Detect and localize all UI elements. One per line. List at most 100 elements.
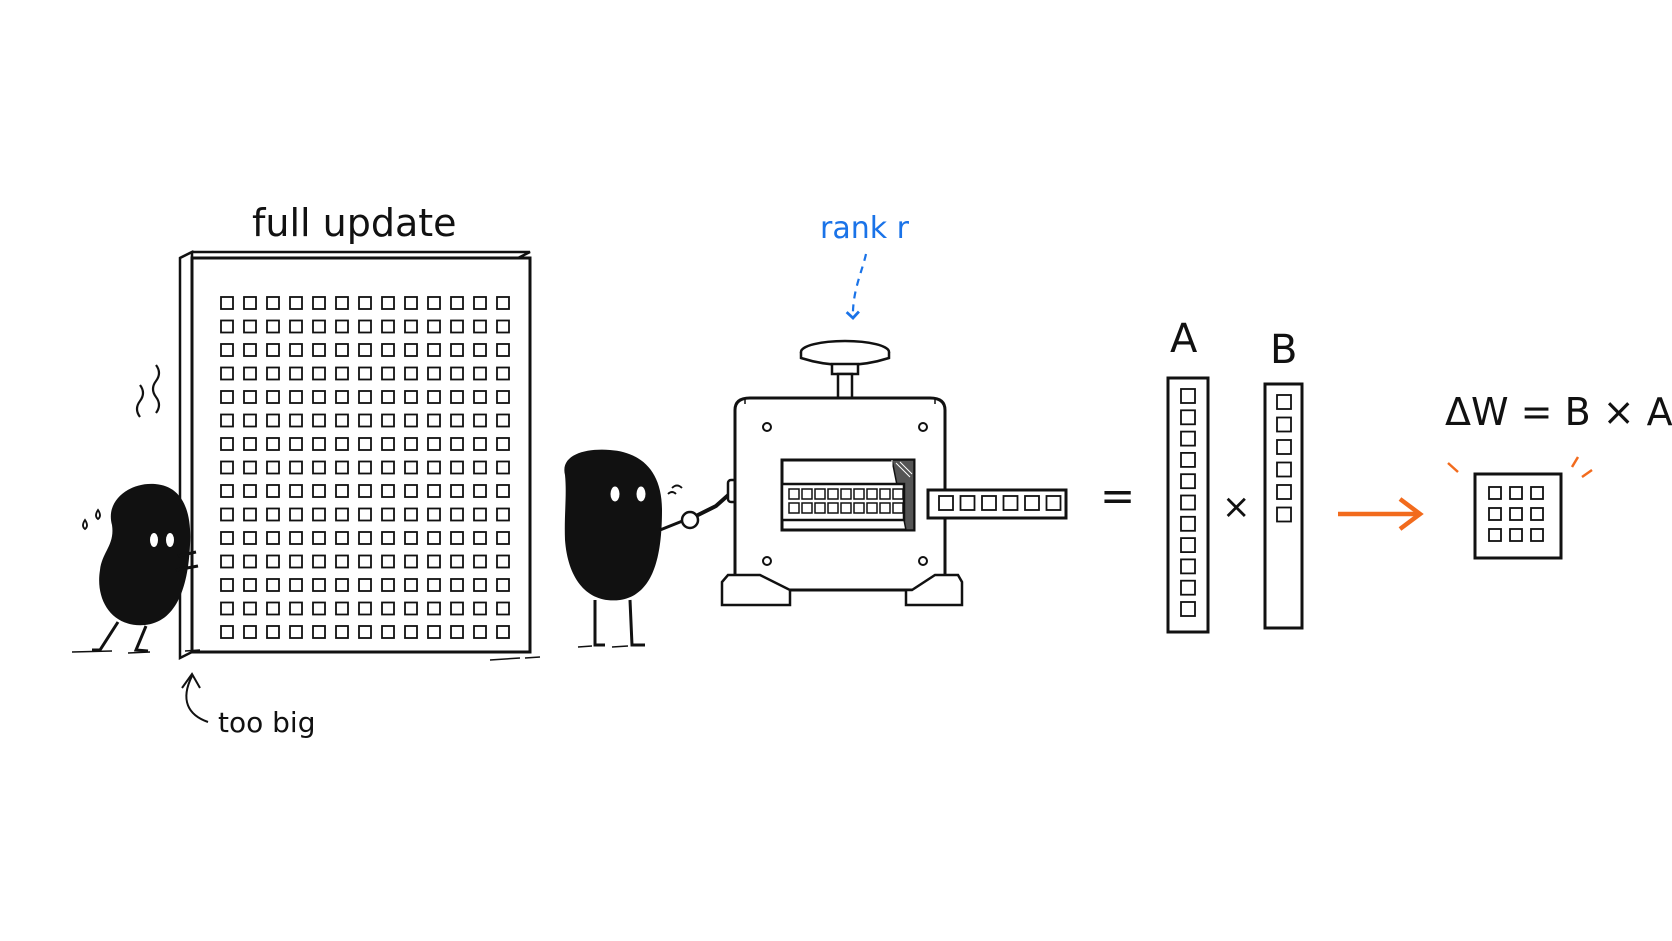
result-arrow — [1338, 497, 1424, 531]
matrix-cell — [496, 437, 510, 451]
matrix-cell — [358, 390, 372, 404]
matrix-cell — [473, 343, 487, 357]
matrix-cell — [335, 366, 349, 381]
matrix-cell — [243, 578, 257, 592]
matrix-cell — [427, 413, 441, 428]
matrix-cell — [427, 296, 441, 310]
matrix-cell — [450, 413, 464, 428]
matrix-cell — [1530, 507, 1544, 521]
matrix-cell — [289, 531, 303, 545]
matrix-cell — [404, 390, 418, 404]
matrix-cell — [220, 296, 234, 310]
matrix-cell — [358, 531, 372, 545]
matrix-cell — [427, 343, 441, 357]
matrix-cell — [1002, 495, 1019, 511]
matrix-cell — [404, 460, 418, 475]
matrix-cell — [266, 554, 280, 569]
matrix-cell — [289, 413, 303, 428]
matrix-cell — [289, 484, 303, 498]
matrix-cell — [827, 502, 839, 514]
matrix-cell — [801, 488, 813, 500]
matrix-cell — [1180, 515, 1196, 532]
matrix-cell — [1180, 473, 1196, 490]
matrix-cell — [450, 554, 464, 569]
matrix-cell — [381, 437, 395, 451]
matrix-cell — [358, 366, 372, 381]
matrix-cell — [266, 531, 280, 545]
matrix-cell — [358, 413, 372, 428]
matrix-cell — [381, 578, 395, 592]
matrix-cell — [450, 296, 464, 310]
matrix-cell — [312, 319, 326, 334]
matrix-cell — [335, 437, 349, 451]
matrix-b — [1263, 382, 1304, 630]
matrix-cell — [473, 319, 487, 334]
matrix-cell — [450, 343, 464, 357]
matrix-cell — [404, 413, 418, 428]
matrix-cell — [289, 366, 303, 381]
matrix-cell — [1024, 495, 1040, 511]
matrix-cell — [1488, 486, 1502, 500]
too-big-label: too big — [218, 706, 315, 739]
matrix-cell — [335, 625, 349, 639]
matrix-cell — [1180, 494, 1196, 511]
matrix-cell — [220, 578, 234, 592]
matrix-cell — [358, 578, 372, 592]
matrix-cell — [289, 578, 303, 592]
matrix-cell — [243, 601, 257, 616]
matrix-a-grid — [1180, 388, 1196, 617]
matrix-cell — [381, 484, 395, 498]
matrix-cell — [335, 390, 349, 404]
matrix-cell — [358, 343, 372, 357]
matrix-cell — [358, 507, 372, 522]
matrix-cell — [496, 413, 510, 428]
matrix-cell — [473, 413, 487, 428]
matrix-cell — [892, 488, 904, 500]
matrix-cell — [312, 460, 326, 475]
delta-w-grid — [1488, 486, 1544, 542]
matrix-cell — [220, 531, 234, 545]
matrix-cell — [243, 390, 257, 404]
matrix-cell — [827, 488, 839, 500]
matrix-cell — [289, 296, 303, 310]
matrix-cell — [496, 531, 510, 545]
matrix-cell — [427, 625, 441, 639]
matrix-cell — [404, 578, 418, 592]
matrix-cell — [289, 390, 303, 404]
matrix-cell — [266, 296, 280, 310]
matrix-cell — [312, 390, 326, 404]
matrix-cell — [358, 601, 372, 616]
matrix-cell — [312, 366, 326, 381]
matrix-cell — [335, 554, 349, 569]
rank-label: rank r — [820, 211, 910, 246]
matrix-cell — [427, 319, 441, 334]
matrix-cell — [220, 437, 234, 451]
matrix-cell — [450, 437, 464, 451]
matrix-cell — [358, 554, 372, 569]
matrix-cell — [1276, 439, 1292, 455]
matrix-cell — [404, 319, 418, 334]
matrix-cell — [866, 488, 878, 500]
matrix-cell — [473, 531, 487, 545]
matrix-cell — [381, 601, 395, 616]
matrix-cell — [473, 625, 487, 639]
matrix-cell — [1180, 558, 1196, 575]
matrix-cell — [220, 343, 234, 357]
matrix-cell — [981, 495, 997, 511]
too-big-annotation: too big — [181, 672, 315, 739]
matrix-cell — [358, 484, 372, 498]
matrix-cell — [243, 625, 257, 639]
matrix-cell — [892, 502, 904, 514]
matrix-cell — [266, 366, 280, 381]
matrix-cell — [450, 531, 464, 545]
character-pushing — [71, 364, 201, 654]
matrix-cell — [289, 601, 303, 616]
matrix-cell — [289, 460, 303, 475]
matrix-cell — [243, 507, 257, 522]
full-update-matrix — [178, 249, 532, 661]
matrix-cell — [840, 488, 852, 500]
matrix-cell — [243, 343, 257, 357]
matrix-cell — [450, 601, 464, 616]
matrix-cell — [404, 601, 418, 616]
matrix-cell — [801, 502, 813, 514]
